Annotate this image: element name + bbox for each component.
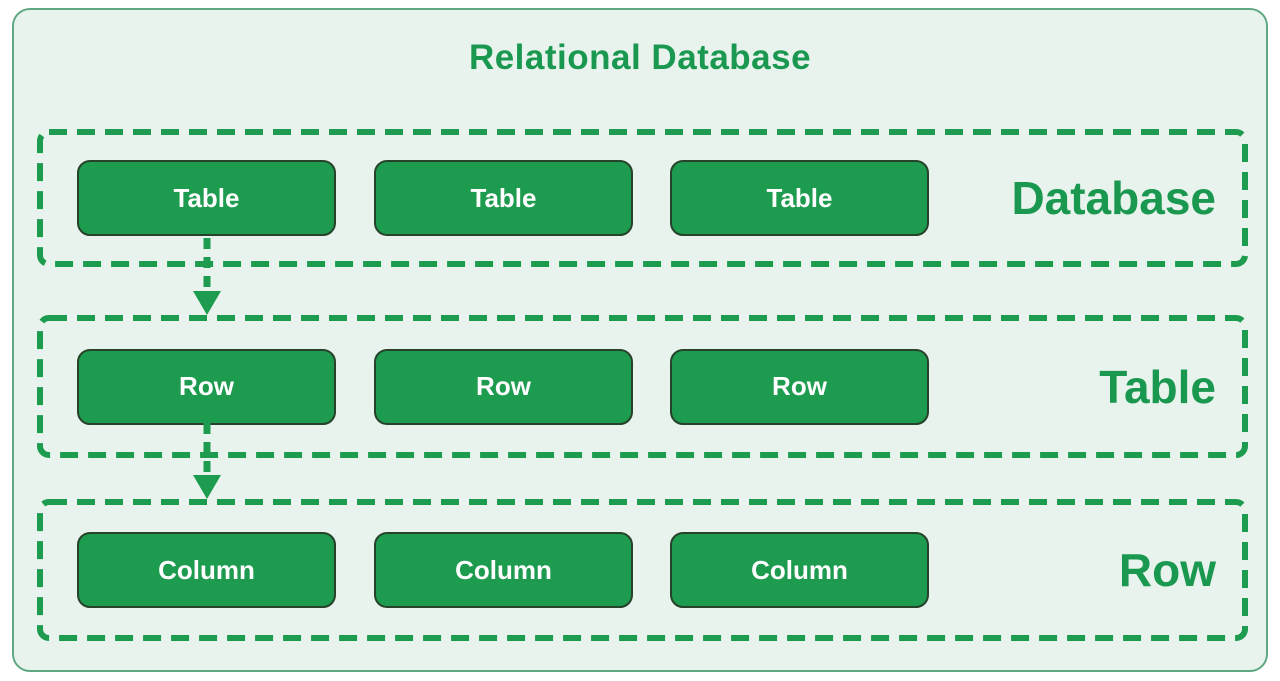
- section-table: Row Row Row Table: [37, 315, 1248, 458]
- row-node-label: Row: [179, 371, 234, 401]
- column-node: Column: [670, 532, 929, 608]
- dashed-border: [37, 499, 1248, 641]
- column-node-label: Column: [455, 554, 552, 585]
- table-node-label: Table: [173, 182, 240, 213]
- table-node: Table: [670, 160, 929, 236]
- row-node: Row: [670, 348, 929, 425]
- table-node-label: Table: [470, 182, 537, 213]
- relational-database-panel: Relational Database Table Table Table Da…: [12, 8, 1268, 672]
- arrow-down-icon: [193, 423, 221, 499]
- column-node-label: Column: [751, 554, 848, 585]
- section-label-table: Table: [1099, 360, 1216, 413]
- column-node: Column: [77, 532, 336, 608]
- section-row: Column Column Column Row: [37, 499, 1248, 641]
- section-label-database: Database: [1011, 172, 1216, 224]
- row-node-label: Row: [772, 371, 827, 401]
- table-node: Table: [77, 160, 336, 236]
- column-node-label: Column: [158, 554, 255, 585]
- table-node-label: Table: [766, 182, 833, 213]
- row-node-label: Row: [476, 371, 531, 401]
- column-node: Column: [374, 532, 633, 608]
- section-label-row: Row: [1118, 544, 1216, 596]
- dashed-border: [37, 129, 1248, 267]
- row-node: Row: [374, 348, 633, 425]
- row-node: Row: [77, 348, 336, 425]
- table-node: Table: [374, 160, 633, 236]
- diagram-title: Relational Database: [468, 38, 812, 77]
- dashed-border: [37, 315, 1248, 458]
- arrow-down-icon: [193, 238, 221, 315]
- section-database: Table Table Table Database: [37, 129, 1248, 267]
